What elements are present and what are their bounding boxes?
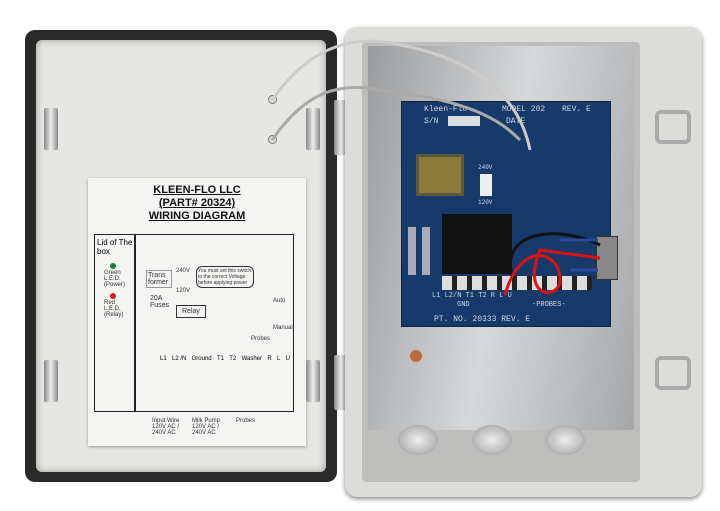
door-hinge-bottom bbox=[334, 355, 348, 410]
ground-lug bbox=[410, 350, 422, 362]
board-v120: 120V bbox=[478, 199, 493, 206]
fuse-1 bbox=[408, 227, 416, 275]
diagram-title-3: WIRING DIAGRAM bbox=[148, 210, 246, 222]
latch-bottom[interactable] bbox=[655, 356, 691, 390]
voltage-note: You must set this switch to the correct … bbox=[196, 266, 254, 288]
diagram-title-1: KLEEN-FLO LLC bbox=[153, 184, 241, 196]
board-terminals: L1 L2/N T1 T2 R L U bbox=[432, 292, 512, 300]
wiring-diagram-sheet: KLEEN-FLO LLC (PART# 20324) WIRING DIAGR… bbox=[88, 178, 306, 446]
heatsink bbox=[442, 214, 512, 274]
cable-gland-1 bbox=[398, 425, 438, 455]
voltage-switch[interactable] bbox=[480, 174, 492, 196]
cable-gland-2 bbox=[472, 425, 512, 455]
auto-label: Auto bbox=[273, 298, 286, 304]
fuses-label: 20A Fuses bbox=[150, 295, 170, 309]
v120-label: 120V bbox=[176, 288, 191, 294]
cable-gland-3 bbox=[545, 425, 585, 455]
manual-label: Manual bbox=[273, 325, 293, 331]
board-gnd: GND bbox=[457, 301, 470, 309]
probes-bottom-label: Probes bbox=[236, 418, 256, 424]
diagram-frame bbox=[94, 234, 294, 412]
lid-hinge-bottom-right bbox=[306, 360, 320, 402]
transformer-label: Trans former bbox=[146, 270, 172, 288]
milk-pump-label: Milk Pump 120V AC / 240V AC bbox=[192, 418, 221, 436]
lid-hinge-bottom bbox=[44, 360, 58, 402]
latch-top[interactable] bbox=[655, 110, 691, 144]
transformer bbox=[416, 154, 464, 196]
probes-label: Probes bbox=[251, 336, 271, 342]
lid-hinge-top bbox=[44, 108, 58, 150]
input-wire-label: Input Wire 120V AC / 240V AC bbox=[152, 418, 180, 436]
diagram-title-2: (PART# 20324) bbox=[158, 197, 236, 209]
green-led-label: Green L.E.D. (Power) bbox=[104, 270, 126, 288]
red-led-label: Red L.E.D. (Relay) bbox=[104, 300, 124, 318]
door-hinge-top bbox=[334, 100, 348, 155]
lid-hinge-top-right bbox=[306, 108, 320, 150]
board-model: MODEL 202 bbox=[502, 105, 546, 114]
lid-label: Lid of The box bbox=[97, 238, 133, 256]
board-sn: S/N bbox=[424, 117, 439, 126]
board-part-no: PT. NO. 20333 REV. E bbox=[434, 315, 531, 324]
board-rev: REV. E bbox=[562, 105, 591, 114]
board-probes: -PROBES- bbox=[532, 301, 566, 309]
board-date: DATE bbox=[506, 117, 526, 126]
board-v240: 240V bbox=[478, 164, 493, 171]
relay-label: Relay bbox=[176, 305, 206, 318]
v240-label: 240V bbox=[176, 268, 191, 274]
fuse-2 bbox=[422, 227, 430, 275]
board-brand: Kleen-Flo bbox=[424, 105, 468, 114]
terminal-block bbox=[442, 276, 592, 290]
